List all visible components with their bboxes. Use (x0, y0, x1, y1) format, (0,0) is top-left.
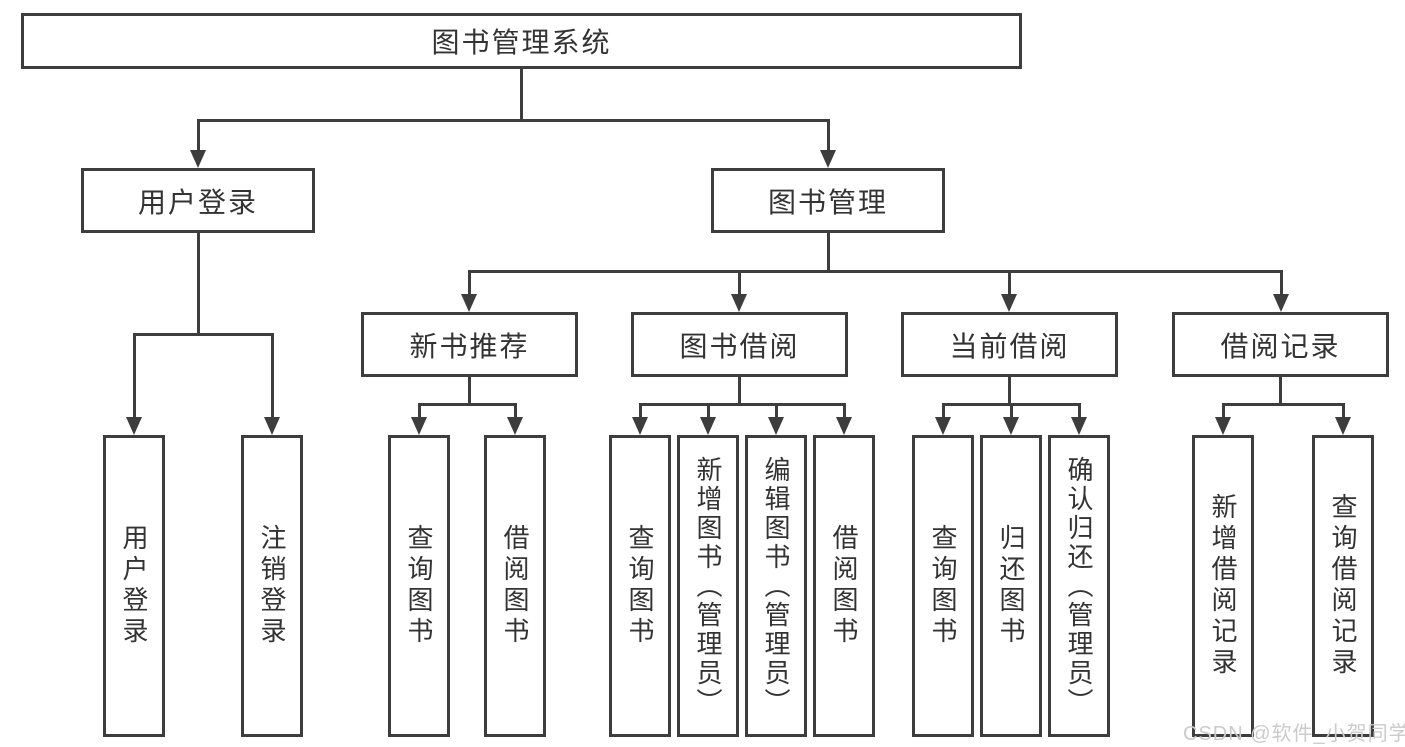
node-root-label: 图书管理系统 (431, 27, 612, 58)
connector-drop-borrow-books-1 (514, 403, 517, 419)
connector-book-management-stem (827, 233, 830, 273)
leaf-edit-books-admin-label: 编辑图书（管理员） (761, 455, 791, 717)
leaf-query-borrow-record: 查询借阅记录 (1312, 435, 1374, 737)
leaf-user-login: 用户登录 (103, 435, 165, 737)
leaf-return-books-label: 归还图书 (996, 524, 1026, 648)
arrowhead-add-borrow-record (1215, 417, 1231, 435)
leaf-query-books-recommend-label: 查询图书 (404, 524, 434, 648)
arrowhead-query-borrow-record (1335, 417, 1351, 435)
arrowhead-borrowing-records (1273, 294, 1289, 312)
connector-drop-leaf-login (133, 333, 136, 419)
leaf-query-books-current-label: 查询图书 (928, 524, 958, 648)
connector-drop-add-borrow-record (1222, 403, 1225, 419)
connector-drop-edit-books (775, 403, 778, 419)
arrowhead-return-books (1003, 417, 1019, 435)
connector-drop-return-books (1010, 403, 1013, 419)
arrowhead-edit-books (768, 417, 784, 435)
leaf-add-borrow-record: 新增借阅记录 (1192, 435, 1254, 737)
leaf-query-books-borrowing: 查询图书 (609, 435, 671, 737)
watermark-text: CSDN @软件_小贺同学 (1183, 723, 1405, 745)
leaf-query-books-recommend: 查询图书 (388, 435, 450, 737)
connector-drop-query-borrow-record (1342, 403, 1345, 419)
leaf-borrow-books-recommend-label: 借阅图书 (500, 524, 530, 648)
connector-drop-current-borrowing (1008, 270, 1011, 296)
connector-drop-leaf-logout (271, 333, 274, 419)
arrowhead-confirm-return (1071, 417, 1087, 435)
node-borrowing-records: 借阅记录 (1172, 312, 1389, 377)
connector-drop-borrowing-records (1280, 270, 1283, 296)
connector-book-management-hbar (469, 270, 1282, 273)
connector-new-book-recommend-hbar (418, 403, 517, 406)
connector-borrowing-records-hbar (1222, 403, 1345, 406)
node-book-borrowing: 图书借阅 (631, 312, 848, 377)
node-user-login: 用户登录 (81, 168, 315, 233)
connector-root-stem (520, 68, 523, 122)
arrowhead-add-books (700, 417, 716, 435)
node-borrowing-records-label: 借阅记录 (1220, 330, 1341, 362)
connector-drop-query-books-2 (639, 403, 642, 419)
connector-drop-borrow-books-2 (843, 403, 846, 419)
leaf-logout-login-label: 注销登录 (257, 524, 287, 648)
leaf-add-books-admin: 新增图书（管理员） (677, 435, 739, 737)
node-root: 图书管理系统 (21, 13, 1022, 69)
connector-drop-add-books (707, 403, 710, 419)
node-current-borrowing: 当前借阅 (901, 312, 1118, 377)
node-current-borrowing-label: 当前借阅 (949, 330, 1070, 362)
arrowhead-leaf-logout (264, 417, 280, 435)
leaf-borrow-books-borrowing: 借阅图书 (813, 435, 875, 737)
leaf-add-borrow-record-label: 新增借阅记录 (1208, 493, 1238, 679)
arrowhead-leaf-login (126, 417, 142, 435)
leaf-query-books-current: 查询图书 (912, 435, 974, 737)
node-book-borrowing-label: 图书借阅 (679, 330, 800, 362)
leaf-add-books-admin-label: 新增图书（管理员） (693, 455, 723, 717)
arrowhead-query-books-2 (632, 417, 648, 435)
connector-book-borrowing-hbar (639, 403, 846, 406)
leaf-confirm-return-admin: 确认归还（管理员） (1048, 435, 1110, 737)
leaf-logout-login: 注销登录 (241, 435, 303, 737)
arrowhead-user-login (190, 150, 206, 168)
leaf-query-borrow-record-label: 查询借阅记录 (1328, 493, 1358, 679)
leaf-borrow-books-borrowing-label: 借阅图书 (829, 524, 859, 648)
connector-current-borrowing-stem (1008, 377, 1011, 406)
arrowhead-current-borrowing (1001, 294, 1017, 312)
leaf-borrow-books-recommend: 借阅图书 (484, 435, 546, 737)
connector-book-borrowing-stem (738, 377, 741, 406)
arrowhead-book-borrowing (731, 294, 747, 312)
arrowhead-query-books-3 (935, 417, 951, 435)
arrowhead-borrow-books-1 (507, 417, 523, 435)
connector-drop-user-login (197, 119, 200, 152)
leaf-confirm-return-admin-label: 确认归还（管理员） (1064, 455, 1094, 717)
connector-drop-book-management (827, 119, 830, 152)
leaf-return-books: 归还图书 (980, 435, 1042, 737)
connector-drop-book-borrowing (738, 270, 741, 296)
node-book-management: 图书管理 (711, 168, 945, 233)
node-book-management-label: 图书管理 (767, 186, 888, 218)
leaf-edit-books-admin: 编辑图书（管理员） (745, 435, 807, 737)
connector-drop-confirm-return (1078, 403, 1081, 419)
node-new-book-recommend-label: 新书推荐 (409, 330, 530, 362)
leaf-user-login-label: 用户登录 (119, 524, 149, 648)
connector-user-login-stem (197, 233, 200, 336)
connector-drop-new-book-recommend (468, 270, 471, 296)
arrowhead-borrow-books-2 (836, 417, 852, 435)
connector-drop-query-books-3 (942, 403, 945, 419)
arrowhead-book-management (820, 150, 836, 168)
connector-borrowing-records-stem (1279, 377, 1282, 406)
leaf-query-books-borrowing-label: 查询图书 (625, 524, 655, 648)
node-new-book-recommend: 新书推荐 (361, 312, 578, 377)
connector-root-hbar (197, 119, 829, 122)
node-user-login-label: 用户登录 (137, 186, 258, 218)
connector-user-login-hbar (133, 333, 273, 336)
arrowhead-query-books-1 (411, 417, 427, 435)
connector-drop-query-books-1 (418, 403, 421, 419)
arrowhead-new-book-recommend (461, 294, 477, 312)
connector-new-book-recommend-stem (468, 377, 471, 406)
